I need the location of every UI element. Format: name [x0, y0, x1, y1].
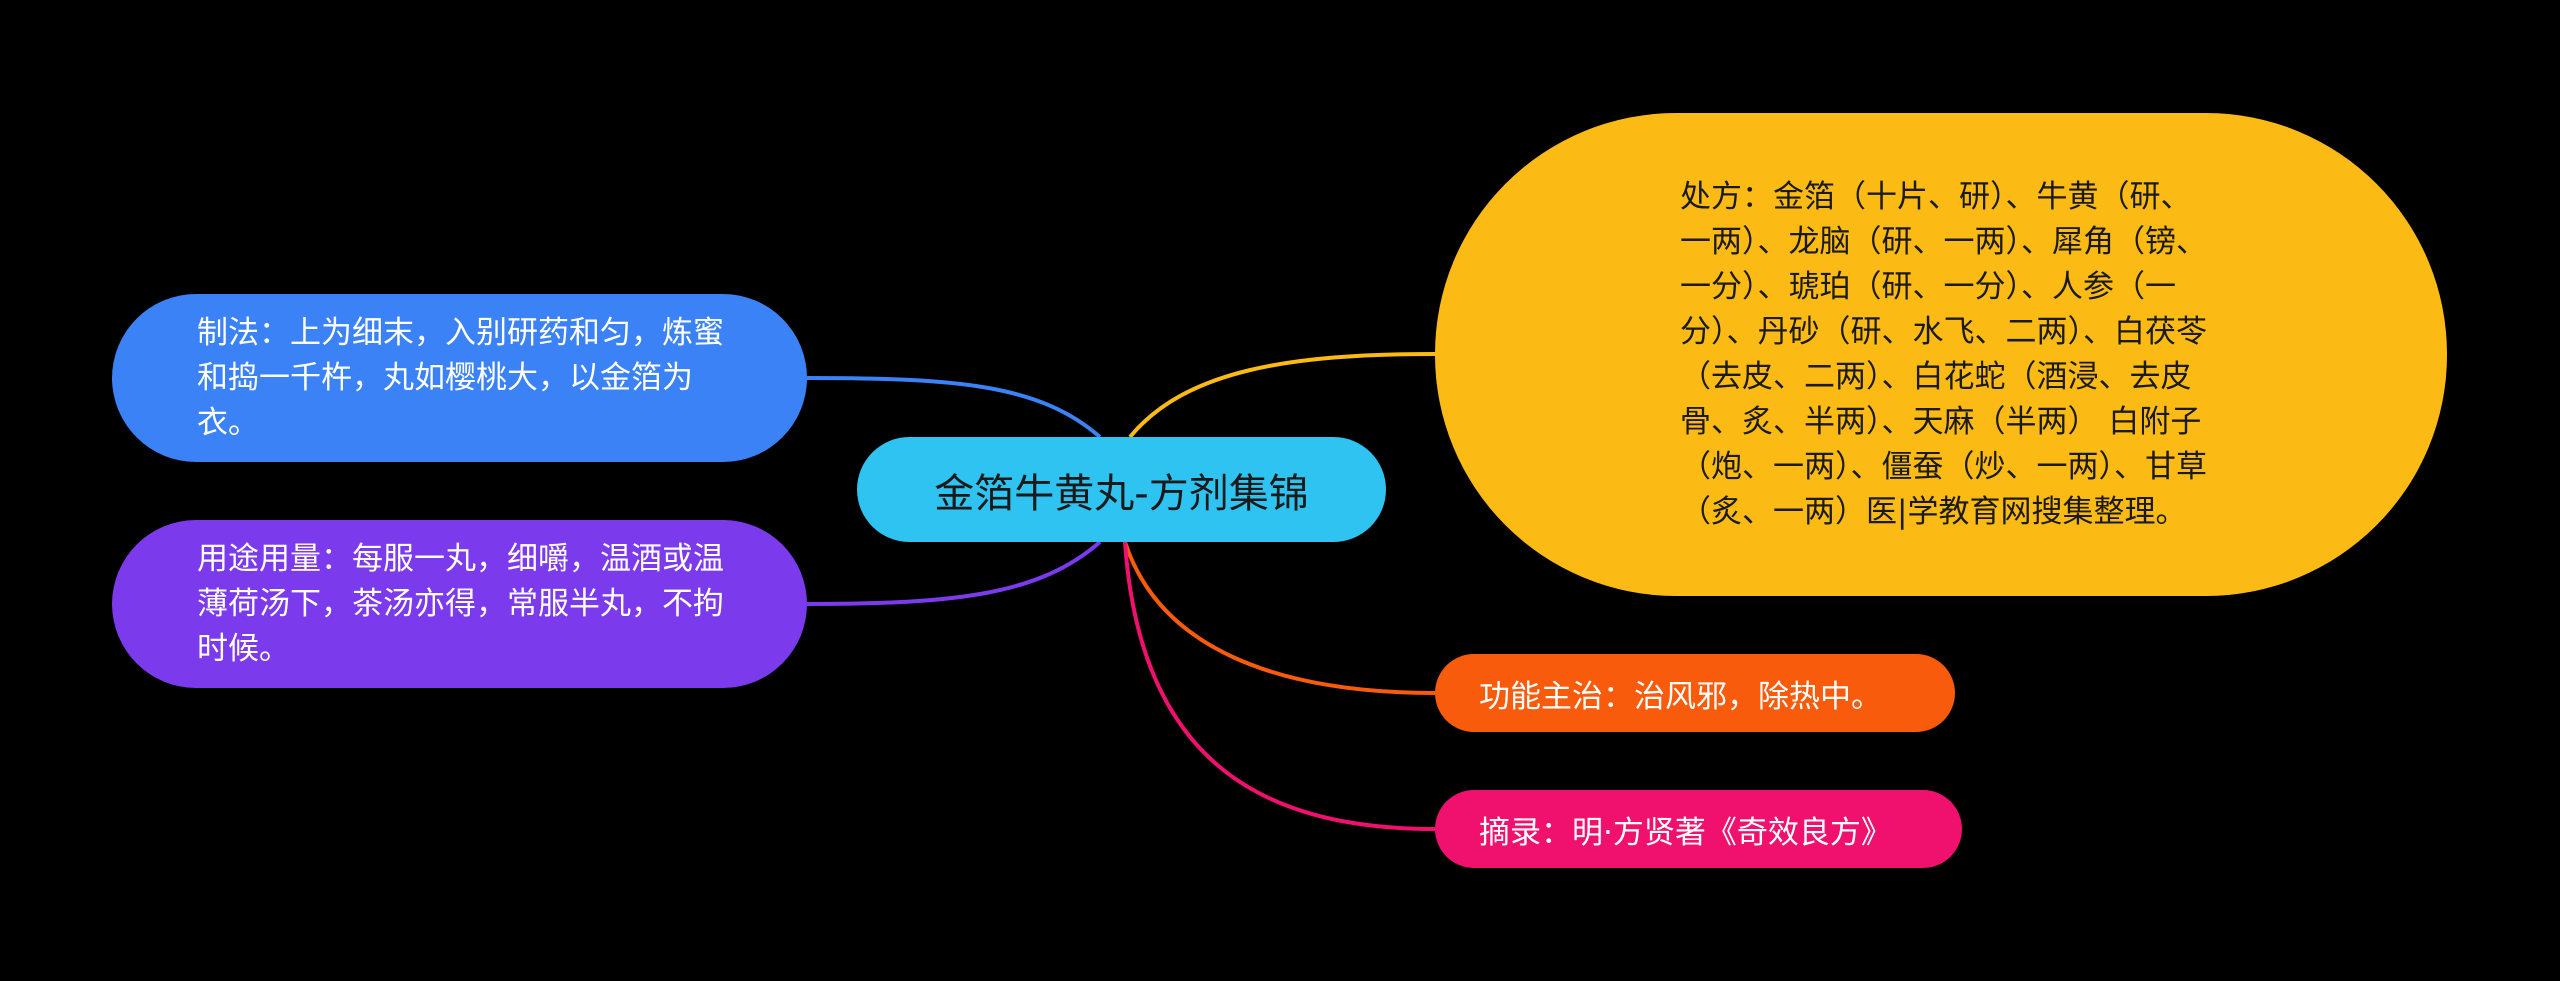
central-topic-node[interactable]: 金箔牛黄丸-方剂集锦: [857, 437, 1386, 542]
branch-node-function[interactable]: 功能主治：治风邪，除热中。: [1435, 654, 1955, 732]
connector-function: [1123, 541, 1436, 695]
connector-excerpt: [1123, 541, 1436, 831]
branch-method-label: 制法：上为细末，入别研药和匀，炼蜜和捣一千杵，丸如樱桃大，以金箔为衣。: [197, 314, 724, 441]
branch-node-usage[interactable]: 用途用量：每服一丸，细嚼，温酒或温薄荷汤下，茶汤亦得，常服半丸，不拘时候。: [112, 520, 807, 688]
branch-node-prescription[interactable]: 处方：金箔（十片、研）、牛黄（研、一两）、龙脑（研、一两）、犀角（镑、一分）、琥…: [1435, 113, 2447, 596]
connector-usage: [806, 540, 1102, 606]
central-topic-label: 金箔牛黄丸-方剂集锦: [934, 470, 1309, 517]
branch-prescription-label: 处方：金箔（十片、研）、牛黄（研、一两）、龙脑（研、一两）、犀角（镑、一分）、琥…: [1680, 178, 2207, 530]
branch-function-label: 功能主治：治风邪，除热中。: [1479, 678, 1882, 715]
branch-node-excerpt[interactable]: 摘录：明·方贤著《奇效良方》: [1435, 790, 1962, 868]
branch-excerpt-label: 摘录：明·方贤著《奇效良方》: [1479, 814, 1892, 851]
connector-method: [806, 376, 1102, 439]
branch-node-method[interactable]: 制法：上为细末，入别研药和匀，炼蜜和捣一千杵，丸如樱桃大，以金箔为衣。: [112, 294, 807, 462]
connector-prescription: [1128, 352, 1436, 439]
branch-usage-label: 用途用量：每服一丸，细嚼，温酒或温薄荷汤下，茶汤亦得，常服半丸，不拘时候。: [197, 540, 724, 667]
